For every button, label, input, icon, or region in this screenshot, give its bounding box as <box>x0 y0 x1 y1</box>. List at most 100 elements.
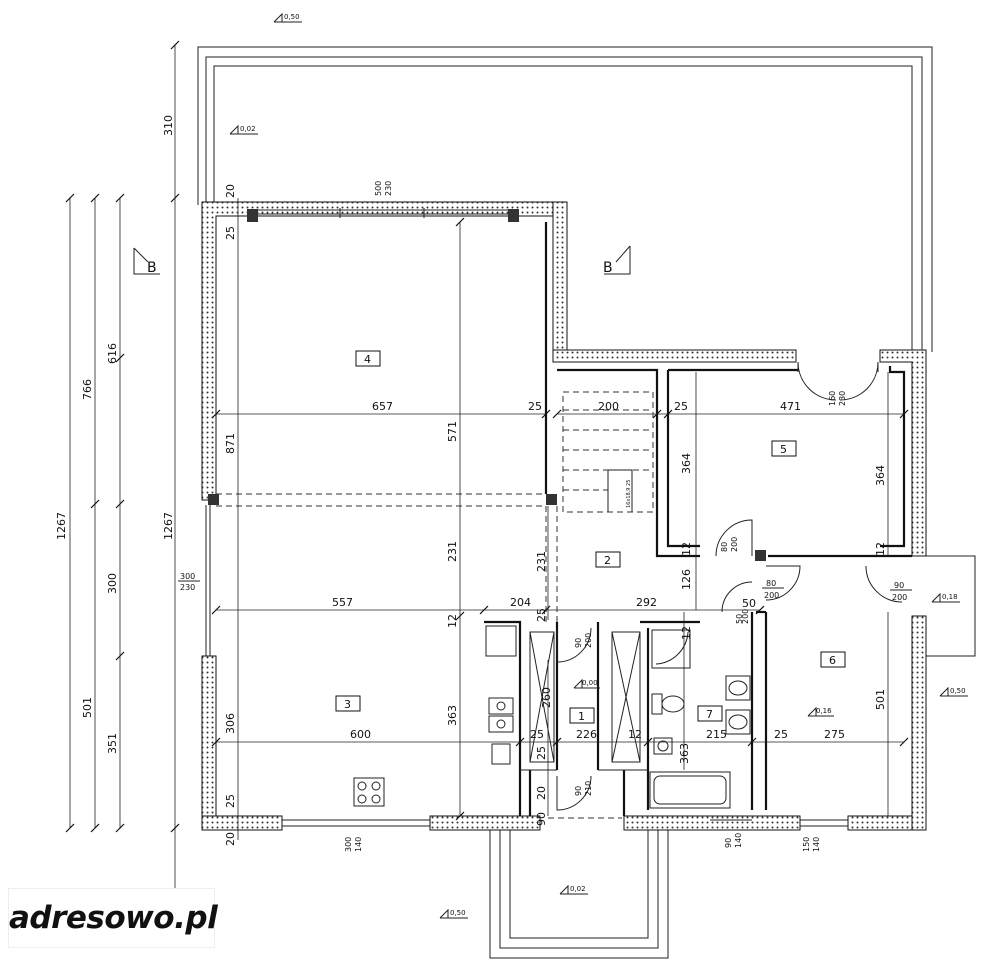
room-label-5: 5 <box>780 443 787 456</box>
dim-12b: 12 <box>680 542 693 556</box>
dim-215: 215 <box>706 728 727 741</box>
bottom-window-r6-width: 150 <box>802 837 811 852</box>
dim-126: 126 <box>680 569 693 590</box>
section-marker-left: B <box>133 247 160 276</box>
section-label-right: B <box>603 260 613 276</box>
dim-364b: 364 <box>874 465 887 486</box>
dim-657: 657 <box>372 400 393 413</box>
level-hall: 0,00 <box>582 679 598 687</box>
room-label-7: 7 <box>706 708 713 721</box>
dim-363b: 363 <box>678 743 691 764</box>
level-top: 0,50 <box>284 13 300 21</box>
dim-204: 204 <box>510 596 531 609</box>
room-label-2: 2 <box>604 554 611 567</box>
dim-231a: 231 <box>446 541 459 562</box>
section-marker-right: B <box>603 245 631 276</box>
dimension-ticks <box>65 40 909 833</box>
room-label-1: 1 <box>578 710 585 723</box>
dim-231b: 231 <box>535 551 548 572</box>
door-50-width: 50 <box>735 614 744 624</box>
dim-501r: 501 <box>874 689 887 710</box>
staircase <box>562 391 654 513</box>
dim-306: 306 <box>224 713 237 734</box>
level-upper-left: 0,02 <box>240 125 256 133</box>
room-label-4: 4 <box>364 353 371 366</box>
top-window-height: 230 <box>384 181 393 196</box>
dim-12c: 12 <box>680 626 693 640</box>
dim-1267-outer: 1267 <box>55 512 68 540</box>
door-wc-height: 200 <box>584 633 593 648</box>
dim-25b: 25 <box>224 794 237 808</box>
dim-25-h3: 25 <box>530 728 544 741</box>
dim-275: 275 <box>824 728 845 741</box>
dim-90: 90 <box>535 812 548 826</box>
door-50-height: 200 <box>741 609 750 624</box>
dim-12-h: 12 <box>628 728 642 741</box>
dim-292: 292 <box>636 596 657 609</box>
bottom-window-r6-height: 140 <box>812 837 821 852</box>
dim-501: 501 <box>81 697 94 718</box>
left-window-height: 230 <box>180 583 195 592</box>
dim-310: 310 <box>162 115 175 136</box>
dim-766: 766 <box>81 379 94 400</box>
door-hall-height: 200 <box>764 591 779 600</box>
side-step <box>925 555 976 657</box>
door-entry-height: 210 <box>584 781 593 796</box>
door-swings <box>556 361 903 811</box>
dim-363a: 363 <box>446 705 459 726</box>
dim-25-h2: 25 <box>674 400 688 413</box>
dim-871: 871 <box>224 433 237 454</box>
columns <box>208 209 766 561</box>
dim-1267-inner: 1267 <box>162 512 175 540</box>
level-room6: 0,16 <box>816 707 832 715</box>
kitchen-fittings <box>353 625 517 807</box>
dim-616: 616 <box>106 343 119 364</box>
room-labels: 4 5 2 6 3 1 7 <box>335 350 846 724</box>
dim-200: 200 <box>598 400 619 413</box>
dim-471: 471 <box>780 400 801 413</box>
door-entry-width: 90 <box>574 786 583 796</box>
dim-20a: 20 <box>224 184 237 198</box>
level-bottom: 0,50 <box>450 909 466 917</box>
left-window-width: 300 <box>180 572 195 581</box>
dim-50: 50 <box>742 597 756 610</box>
dim-300: 300 <box>106 573 119 594</box>
door-r5-height: 230 <box>838 391 847 406</box>
door-stair-width: 80 <box>720 542 729 552</box>
door-r6-width: 90 <box>894 581 904 590</box>
dim-351: 351 <box>106 733 119 754</box>
dim-25-h1: 25 <box>528 400 542 413</box>
room-label-3: 3 <box>344 698 351 711</box>
door-r6-height: 200 <box>892 593 907 602</box>
entrance-outline <box>489 830 669 959</box>
terrace-outline <box>197 46 933 352</box>
level-right-mid: 0,18 <box>942 593 958 601</box>
dim-12a: 12 <box>446 614 459 628</box>
dim-226: 226 <box>576 728 597 741</box>
dim-25c: 25 <box>535 608 548 622</box>
dim-20b: 20 <box>224 832 237 846</box>
door-r5-width: 160 <box>828 391 837 406</box>
windows <box>205 208 848 827</box>
door-wc-width: 90 <box>574 638 583 648</box>
vertical-dimension-texts: 1267 766 616 300 501 351 310 1267 20 25 … <box>55 115 887 846</box>
section-label-left: B <box>147 260 157 276</box>
dim-571: 571 <box>446 421 459 442</box>
interior-walls <box>484 222 912 816</box>
dim-25d: 25 <box>535 746 548 760</box>
horizontal-dimension-texts: 657 25 200 25 471 557 204 292 600 25 226… <box>332 400 845 741</box>
door-hall-width: 80 <box>766 579 776 588</box>
dim-364a: 364 <box>680 453 693 474</box>
level-markers: 0,50 0,02 0,18 0,50 0,00 0,16 0,02 0,50 <box>229 12 968 919</box>
dim-25-h4: 25 <box>774 728 788 741</box>
level-right-low: 0,50 <box>950 687 966 695</box>
dim-557: 557 <box>332 596 353 609</box>
dim-260: 260 <box>540 687 553 708</box>
door-stair-height: 200 <box>730 537 739 552</box>
dim-25a: 25 <box>224 226 237 240</box>
room-label-6: 6 <box>829 654 836 667</box>
exterior-walls <box>201 201 927 831</box>
dim-600: 600 <box>350 728 371 741</box>
watermark-logo: adresowo.pl <box>8 888 218 948</box>
